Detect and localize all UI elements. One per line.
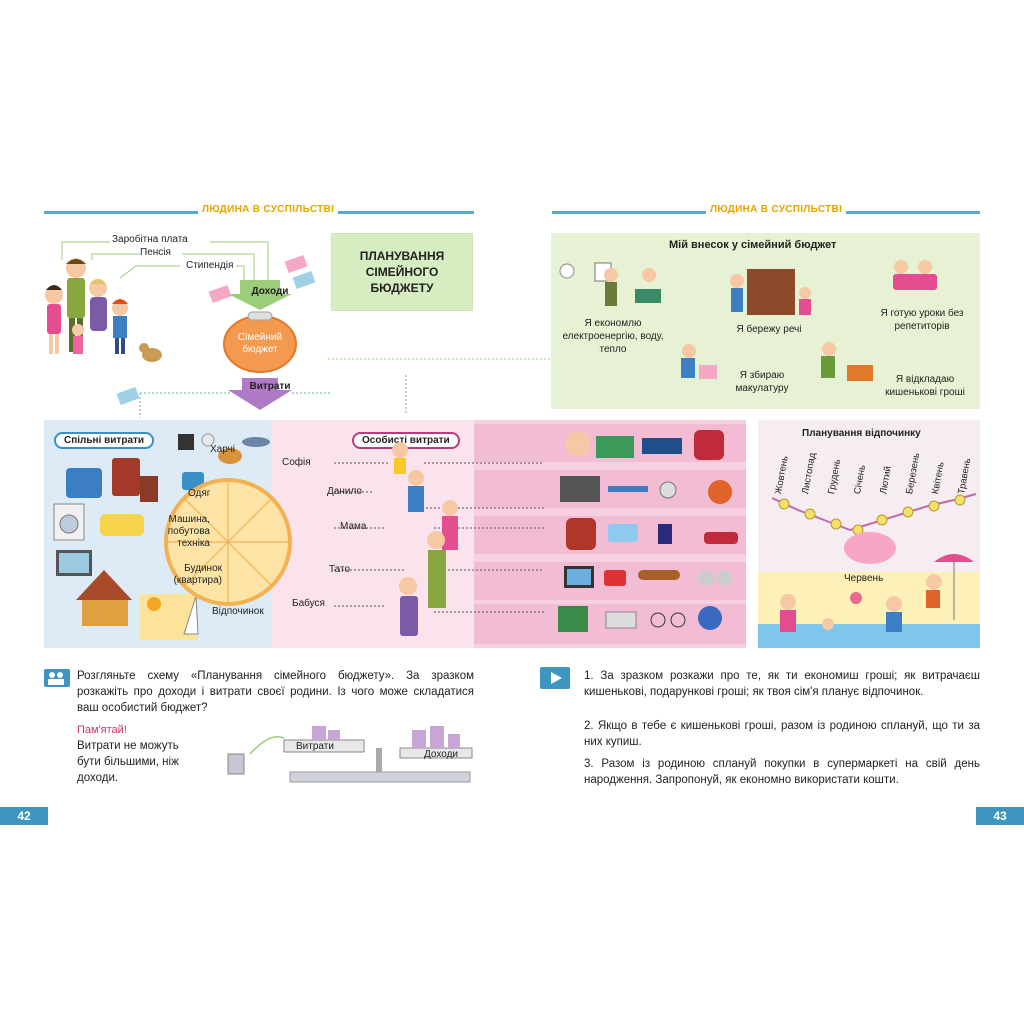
person-danylo: Данило [327,486,362,497]
person-mama: Мама [340,521,367,532]
shared-category-vacation: Відпочинок [212,606,264,617]
contribution-item-homework: Я готую уроки без репетиторів [880,308,964,332]
remember-rule: Витрати не можуть бути більшими, ніж дох… [77,740,179,784]
vacation-title: Планування відпочинку [802,428,921,439]
shared-category-car: Машина, побутова техніка [167,514,210,549]
shared-category-food: Харчі [210,444,236,455]
shared-expenses-title: Спільні витрати [54,432,155,449]
title-line-1: ПЛАНУВАННЯ [359,249,445,263]
family-illustration [45,258,162,362]
expense-connectors [328,358,550,413]
income-salary-label: Заробітна плата [112,234,188,245]
person-babusia: Бабуся [292,598,325,609]
scale-income-label: Доходи [424,749,458,760]
contribution-item-save-energy: Я економлю електроенергію, воду, тепло [562,318,664,355]
right-task-3: 3. Разом із родиною сплануй покупки в су… [584,758,980,786]
scale-illustration [227,726,473,783]
right-task-2: 2. Якщо в тебе є кишенькові гроші, разом… [584,720,980,748]
family-budget-label: Сімейний бюджет [237,332,283,355]
scale-expenses-label: Витрати [296,741,334,752]
contribution-title: Мій внесок у сімейний бюджет [669,239,837,251]
expenses-illustrations [53,430,738,640]
header-title-right: ЛЮДИНА В СУСПІЛЬСТВІ [706,204,847,215]
person-tato: Тато [329,564,351,575]
contribution-illustrations [559,260,937,381]
left-task-text: Розгляньте схему «Планування сімейного б… [77,670,474,714]
remember-label: Пам'ятай! [77,724,127,736]
budget-planning-title: ПЛАНУВАННЯ СІМЕЙНОГО БЮДЖЕТУ [331,233,473,311]
vacation-illustration [771,493,977,632]
contribution-item-paper: Я збираю макулатуру [735,370,789,394]
person-sofia: Софія [282,457,311,468]
right-task-1: 1. За зразком розкажи про те, як ти екон… [584,670,980,698]
shared-category-clothes: Одяг [188,488,211,499]
title-line-2: СІМЕЙНОГО [365,265,439,279]
page-number-right: 43 [976,807,1024,825]
shared-category-house: Будинок (квартира) [173,563,222,586]
title-line-3: БЮДЖЕТУ [370,281,434,295]
page-number-left: 42 [0,807,48,825]
income-pension-label: Пенсія [140,247,171,258]
income-arrow-label: Доходи [251,286,289,297]
header-title-left: ЛЮДИНА В СУСПІЛЬСТВІ [198,204,339,215]
group-work-icon [44,669,70,687]
income-stipend-label: Стипендія [186,260,234,271]
family-income-diagram [45,241,330,418]
contribution-item-care-things: Я бережу речі [736,324,802,335]
expenses-arrow-label: Витрати [249,381,291,392]
contribution-panel: Мій внесок у сімейний бюджет Я економлю … [551,233,980,409]
play-icon [540,667,570,689]
contribution-item-pocket-money: Я відкладаю кишенькові гроші [885,374,965,398]
vacation-june-label: Червень [844,573,884,584]
